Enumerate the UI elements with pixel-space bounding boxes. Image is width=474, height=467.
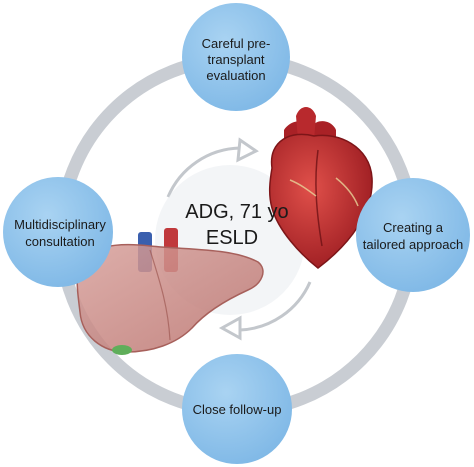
node-bottom-label-1: Close follow-up	[193, 402, 282, 417]
center-label-line2: ESLD	[206, 227, 258, 249]
node-top-label-1: Careful pre-	[202, 36, 271, 51]
node-top	[182, 3, 290, 111]
node-left	[3, 177, 113, 287]
node-right-label-2: tailored approach	[363, 237, 463, 252]
node-right	[356, 178, 470, 292]
liver-icon	[76, 228, 264, 355]
node-bottom	[182, 354, 292, 464]
node-top-label-3: evaluation	[206, 68, 265, 83]
node-left-label-1: Multidisciplinary	[14, 217, 106, 232]
node-left-label-2: consultation	[25, 234, 94, 249]
center-label-line1: ADG, 71 yo	[185, 201, 288, 223]
node-right-label-1: Creating a	[383, 220, 444, 235]
node-top-label-2: transplant	[207, 52, 264, 67]
